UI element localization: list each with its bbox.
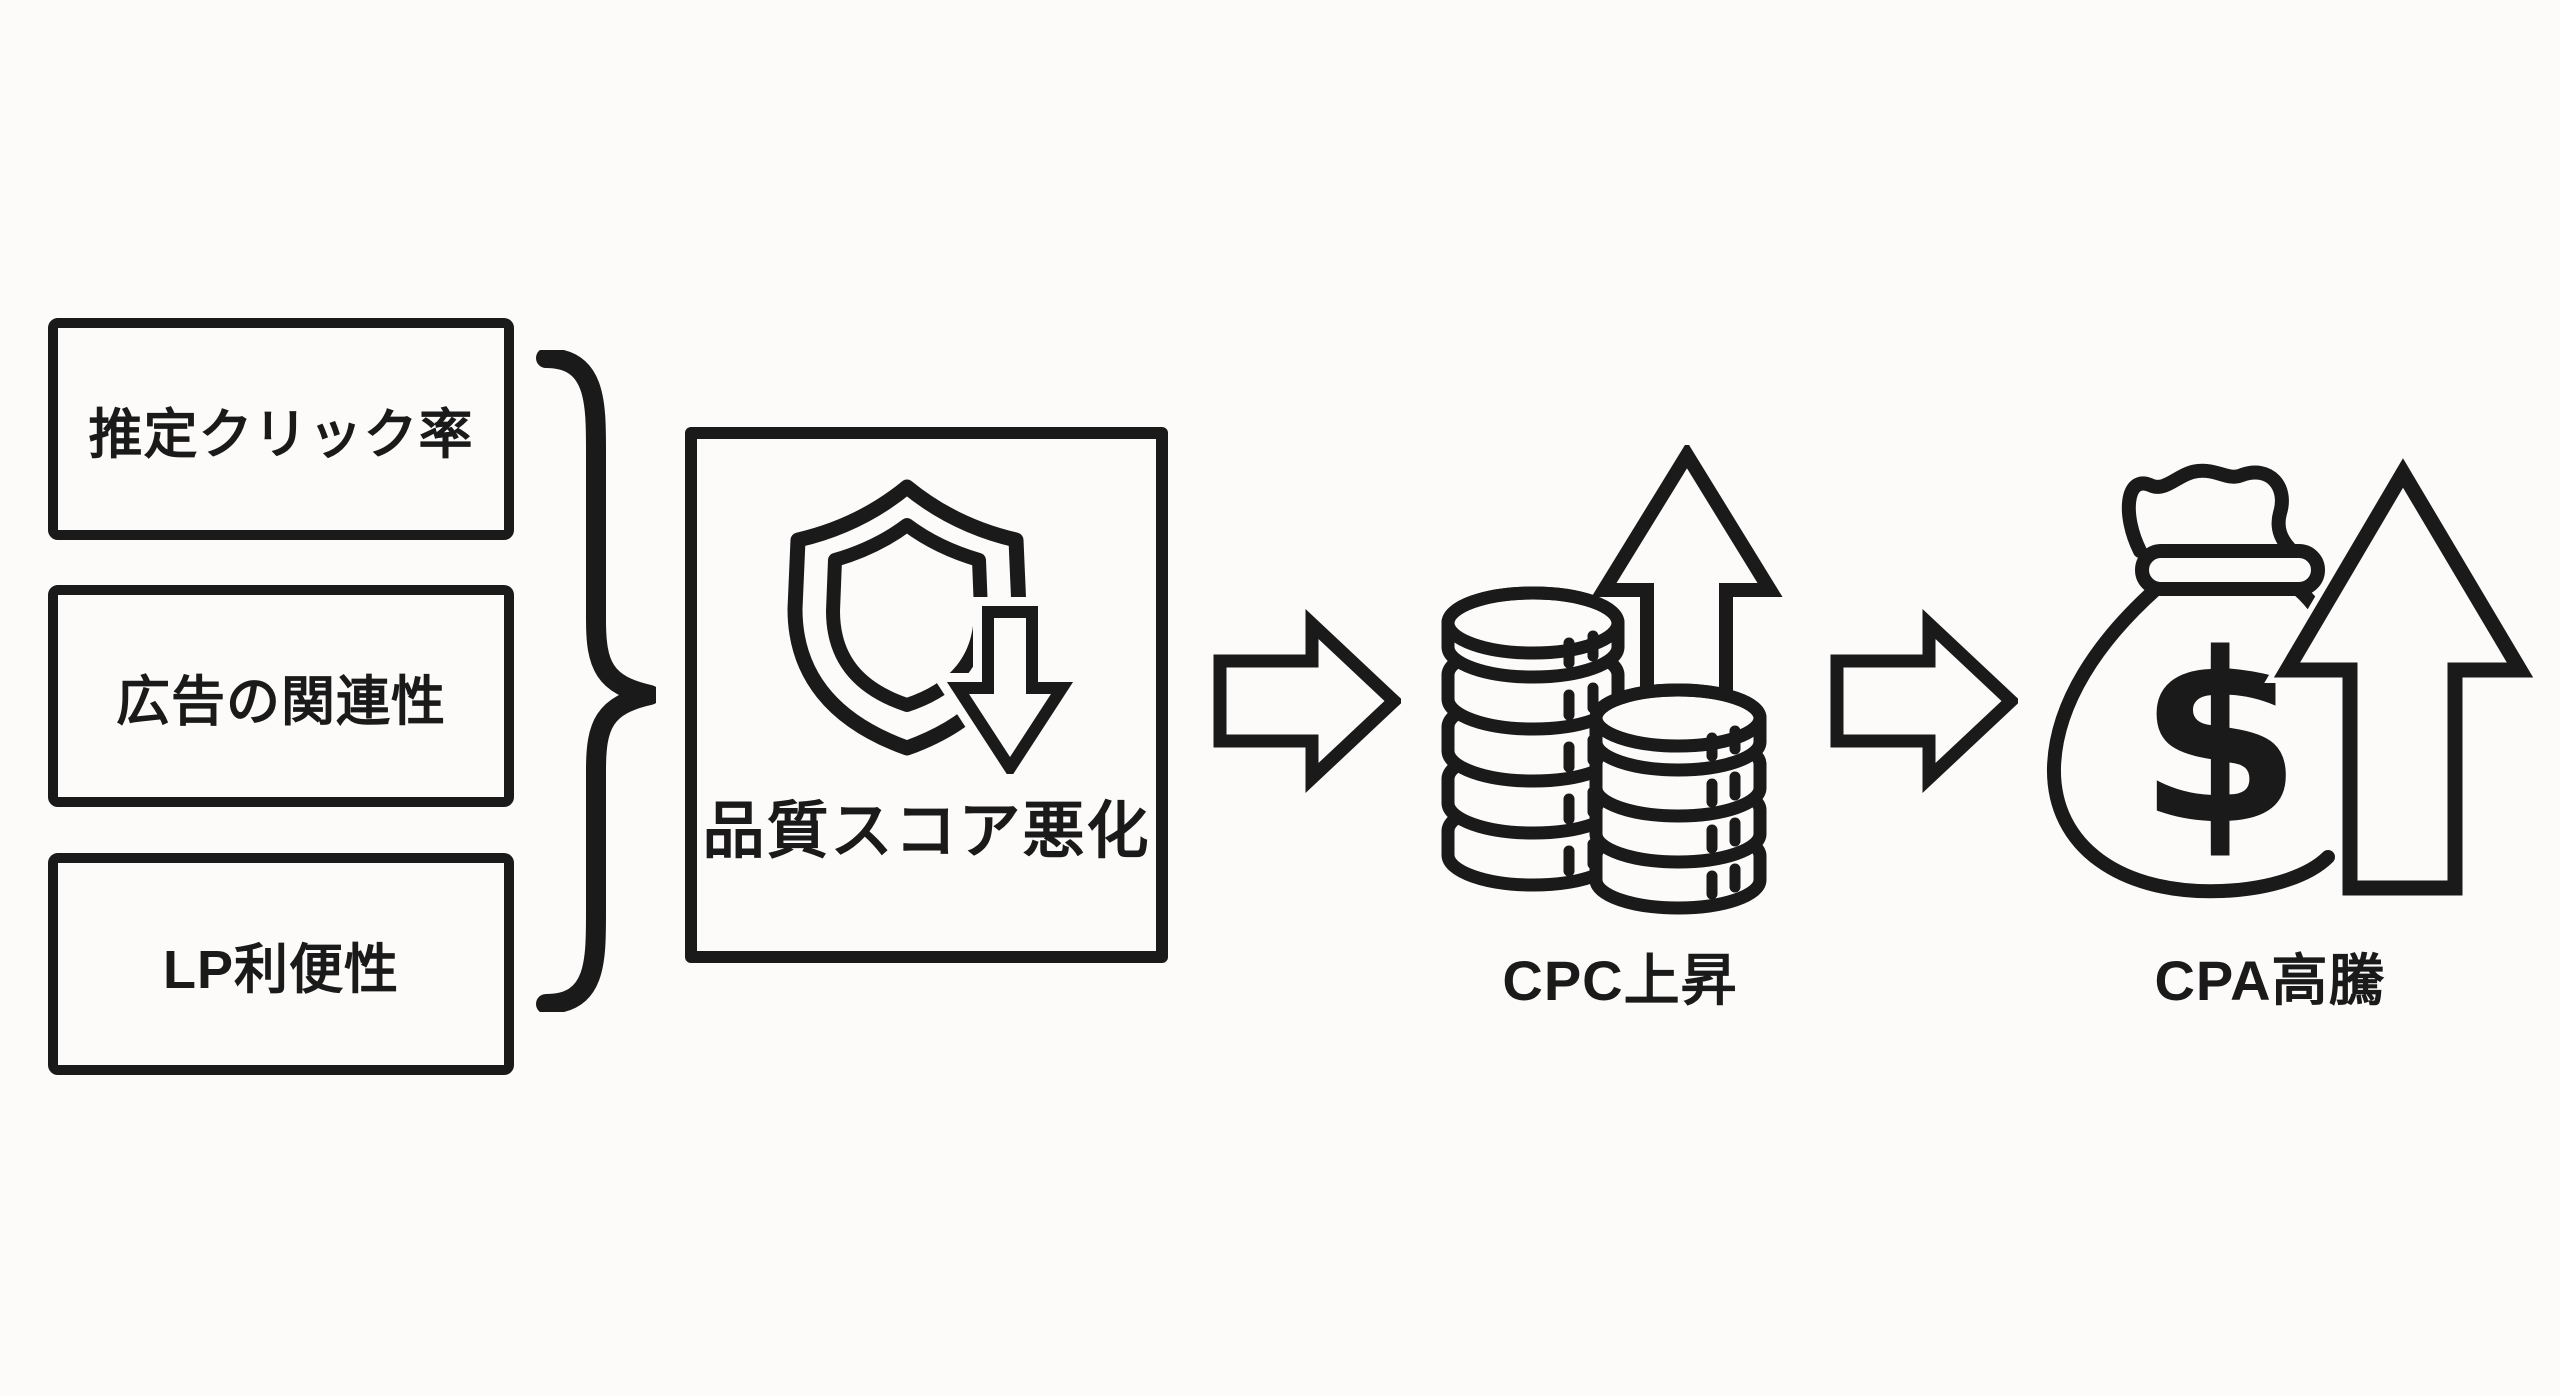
shield-icon	[787, 479, 1027, 756]
factor-label-lp-usability: LP利便性	[162, 939, 399, 1000]
dollar-sign: $	[2138, 604, 2302, 877]
coins-icon	[1441, 586, 1767, 908]
up-arrow-icon	[2264, 447, 2543, 901]
factor-label-ad-relevance: 広告の関連性	[116, 671, 446, 732]
factor-box-lp-usability: LP利便性	[48, 853, 514, 1075]
cpc-label: CPC上昇	[1502, 949, 1738, 1012]
right-arrow-icon	[1830, 608, 2018, 794]
quality-score-box: 品質スコア悪化	[685, 427, 1168, 963]
down-arrow-icon	[930, 597, 1090, 774]
factor-box-ad-relevance: 広告の関連性	[48, 585, 514, 807]
shield-down-arrow-icon	[787, 479, 1090, 774]
factor-box-estimated-ctr: 推定クリック率	[48, 318, 514, 540]
coins-up-arrow-icon	[1441, 445, 1783, 925]
money-bag-up-arrow-icon: $	[2046, 447, 2543, 901]
right-arrow-icon	[1213, 608, 1401, 794]
quality-score-label: 品質スコア悪化	[702, 797, 1151, 866]
curly-brace	[536, 350, 656, 1012]
factor-label-estimated-ctr: 推定クリック率	[88, 404, 474, 465]
cpa-label: CPA高騰	[2154, 949, 2386, 1012]
